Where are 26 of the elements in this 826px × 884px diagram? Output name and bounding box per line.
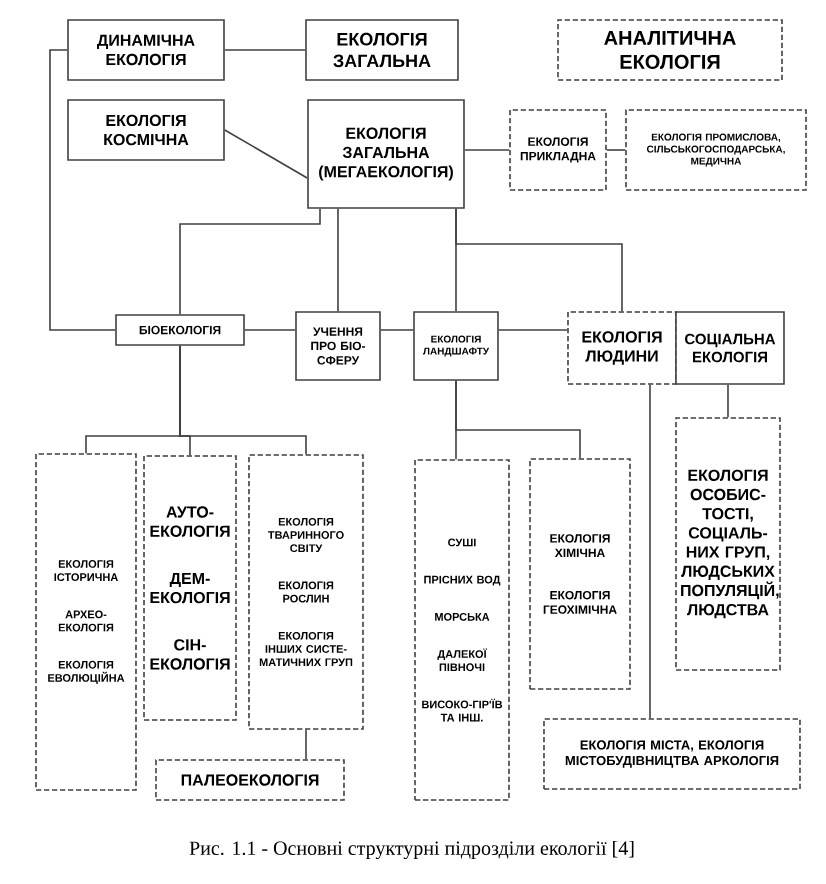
connector-line [498,329,568,331]
connector-line [380,329,414,331]
connector-line [649,384,651,719]
connector-line [224,49,306,51]
ecology-box: АУТО-ЕКОЛОГІЯ ДЕМ-ЕКОЛОГІЯ СІН-ЕКОЛОГІЯ [143,455,237,721]
figure-caption: Рис. 1.1 - Основні структурні підрозділи екології [4] [189,840,634,860]
ecology-box: ЕКОЛОГІЯ ОСОБИС-ТОСТІ, СОЦІАЛЬ-НИХ ГРУП, ЛЮДСЬКИХ ПОПУЛЯЦІЙ, ЛЮДСТВА [675,417,781,671]
connector-line [337,208,339,312]
connector-line [49,49,116,331]
ecology-box: АНАЛІТИЧНА ЕКОЛОГІЯ [557,19,783,81]
connector-line [244,329,296,331]
ecology-box: ЕКОЛОГІЯ ЛЮДИНИ [567,311,677,385]
connector-line [179,345,307,455]
connector-line [224,129,308,179]
ecology-box: ЕКОЛОГІЯ ЗАГАЛЬНА [305,19,459,81]
connector-line [305,729,307,760]
ecology-box: ДИНАМІЧНА ЕКОЛОГІЯ [67,19,225,81]
connector-line [606,149,626,151]
connector-line [464,149,510,151]
connector-line [455,380,581,459]
connector-line [455,208,623,312]
ecology-box: ЕКОЛОГІЯ КОСМІЧНА [67,99,225,161]
ecology-box: ПАЛЕОЕКОЛОГІЯ [155,759,345,801]
connector-line [179,208,321,315]
connector-line [727,384,729,418]
ecology-box: ЕКОЛОГІЯ ЗАГАЛЬНА (МЕГАЕКОЛОГІЯ) [307,99,465,209]
